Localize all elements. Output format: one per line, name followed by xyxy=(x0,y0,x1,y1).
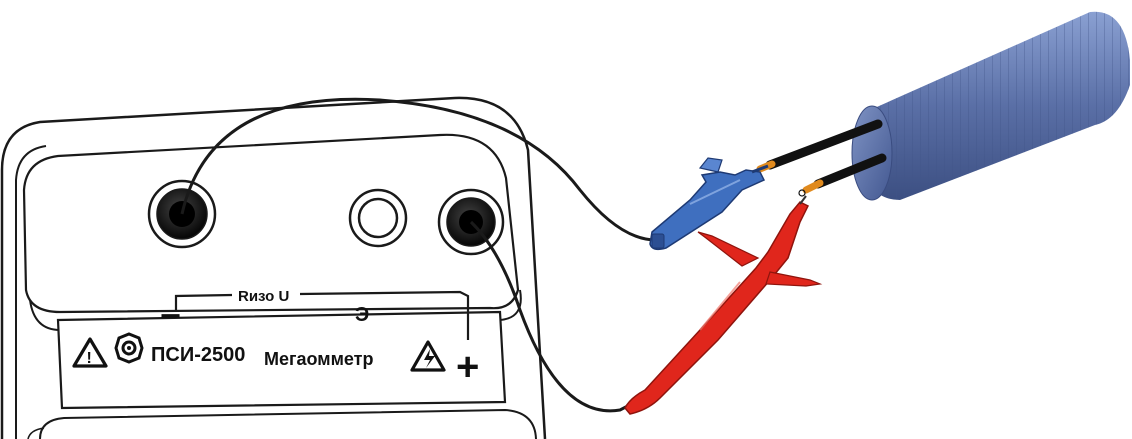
red-test-probe[interactable] xyxy=(624,195,823,415)
label-riso-u: Rизо U xyxy=(238,288,289,305)
wire-to-minus-jack xyxy=(180,97,657,242)
label-screen: Э xyxy=(355,304,369,326)
warning-triangle-icon: ! xyxy=(72,337,108,368)
svg-text:!: ! xyxy=(87,350,92,367)
model-name: ПСИ-2500 xyxy=(151,344,245,366)
certification-mark-icon xyxy=(114,332,144,364)
device-faceplate xyxy=(56,310,507,410)
label-plus: + xyxy=(456,345,479,389)
cable-core-upper xyxy=(765,119,883,170)
device-bottom-groove xyxy=(27,427,45,439)
device-side-wall xyxy=(15,145,47,439)
jack-screen[interactable] xyxy=(348,188,408,248)
test-cable xyxy=(756,11,1130,201)
riso-bracket-line xyxy=(174,290,470,340)
conductor-tip-lower xyxy=(802,179,824,194)
megohmmeter-device: − Rизо U Э + ! ПСИ-2500 Мегаомметр xyxy=(0,96,547,439)
label-minus: − xyxy=(160,295,181,336)
device-top-panel xyxy=(22,133,520,314)
cable-core-lower xyxy=(813,153,887,189)
cable-end-face xyxy=(851,105,893,201)
blue-crocodile-clip[interactable] xyxy=(649,157,769,251)
high-voltage-warning-icon xyxy=(410,340,446,372)
device-type: Мегаомметр xyxy=(264,349,374,369)
